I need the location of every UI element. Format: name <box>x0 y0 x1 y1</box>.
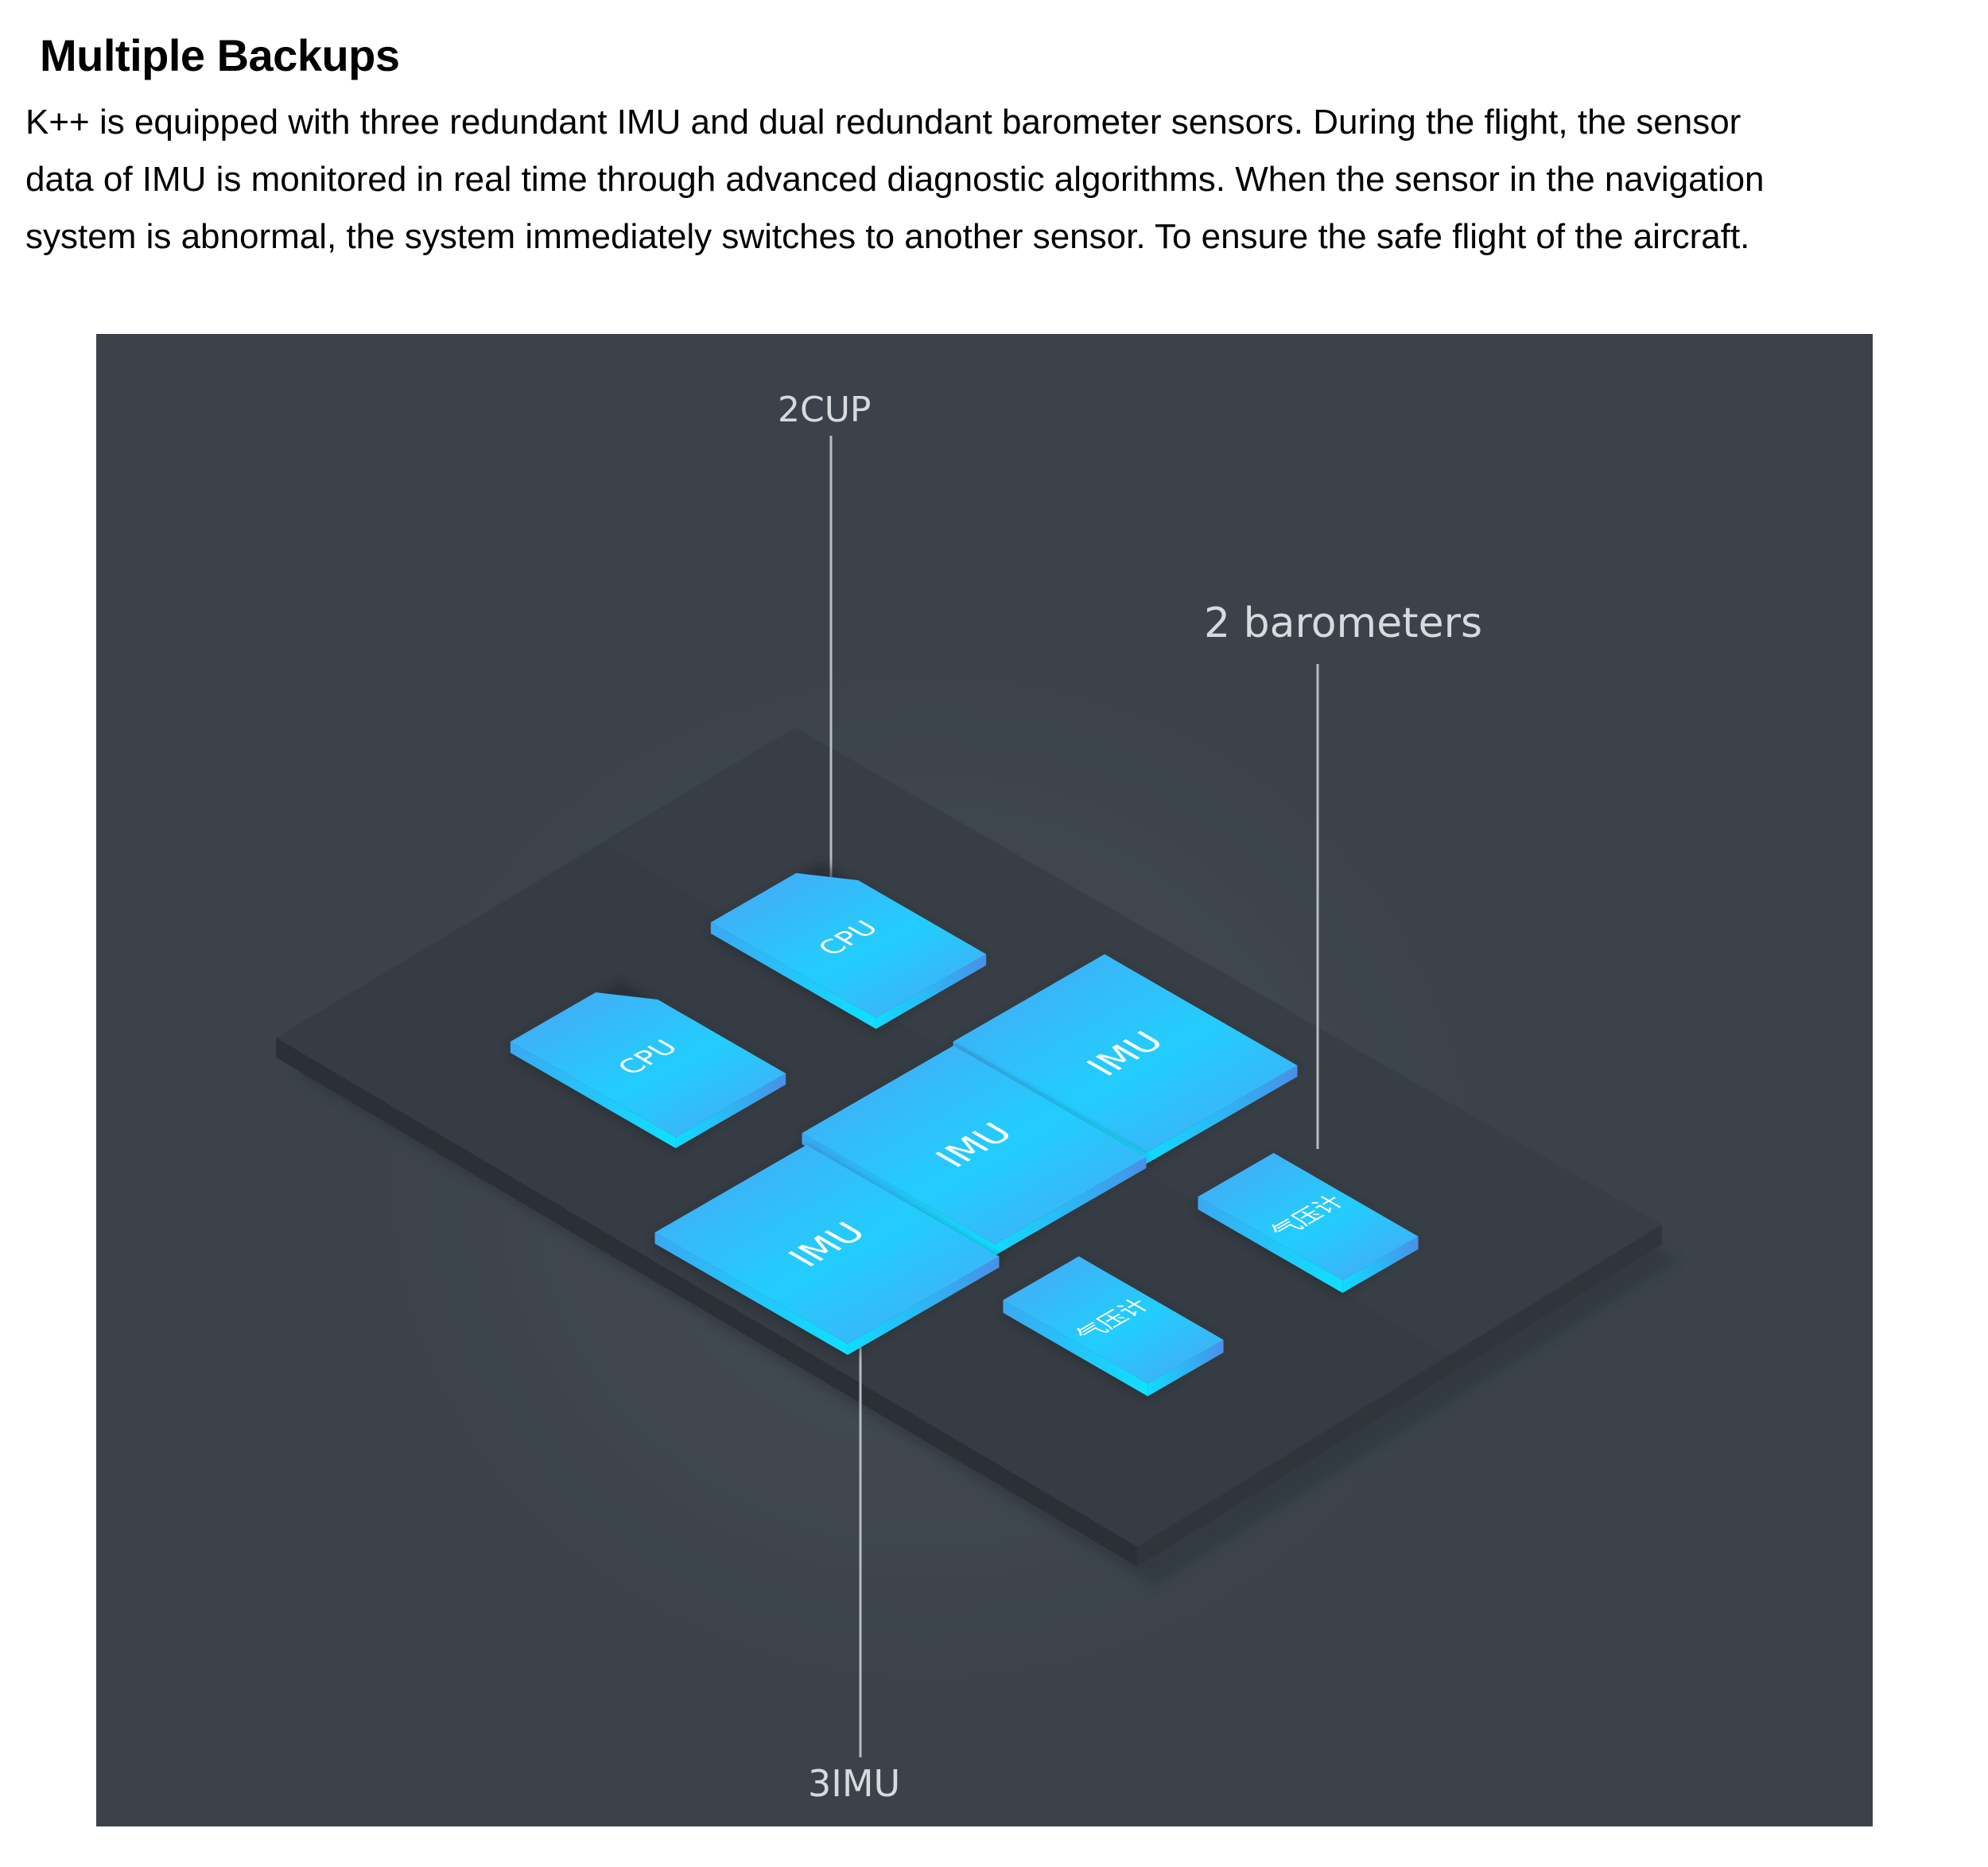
chip-top <box>510 992 786 1137</box>
board-edge-right <box>1137 1225 1662 1566</box>
description-line: system is abnormal, the system immediate… <box>25 217 1750 256</box>
description-line: data of IMU is monitored in real time th… <box>25 160 1765 199</box>
chip-side-right <box>876 954 987 1029</box>
callout-imu-label: 3IMU <box>808 1762 901 1805</box>
chip-top <box>1003 1256 1224 1384</box>
callout-barometers-label: 2 barometers <box>1204 600 1483 647</box>
chip-side-left <box>1198 1197 1343 1293</box>
chip-top <box>802 1046 1147 1244</box>
chip-barometer: 气压计 <box>1198 1153 1419 1296</box>
chip-top <box>1198 1153 1419 1280</box>
chip-cpu: CPU <box>510 981 786 1151</box>
chip-side-left <box>654 1232 848 1355</box>
chip-side-left <box>510 1042 676 1148</box>
chip-side-right <box>1145 1065 1298 1164</box>
chip-side-right <box>675 1073 786 1148</box>
chip-top <box>710 873 987 1018</box>
chip-side-right <box>847 1256 1000 1355</box>
chip-side-right <box>1342 1236 1419 1293</box>
callout-cpu-label: 2CUP <box>778 390 872 430</box>
chip-side-left <box>802 1133 995 1256</box>
section-description: K++ is equipped with three redundant IMU… <box>25 94 1966 266</box>
chip-cpu: CPU <box>710 862 987 1032</box>
chip-imu: IMU <box>802 1046 1147 1259</box>
chip-side-right <box>994 1157 1147 1256</box>
chip-top <box>654 1145 1000 1344</box>
description-line: K++ is equipped with three redundant IMU… <box>25 103 1741 142</box>
chip-top <box>953 954 1298 1153</box>
chip-barometer: 气压计 <box>1003 1256 1224 1399</box>
chip-side-left <box>710 922 876 1029</box>
chip-side-left <box>1003 1300 1148 1396</box>
section-title: Multiple Backups <box>40 30 400 80</box>
chip-imu: IMU <box>654 1145 1000 1358</box>
chip-side-right <box>1147 1340 1224 1396</box>
board-edge-left <box>276 1038 1137 1566</box>
